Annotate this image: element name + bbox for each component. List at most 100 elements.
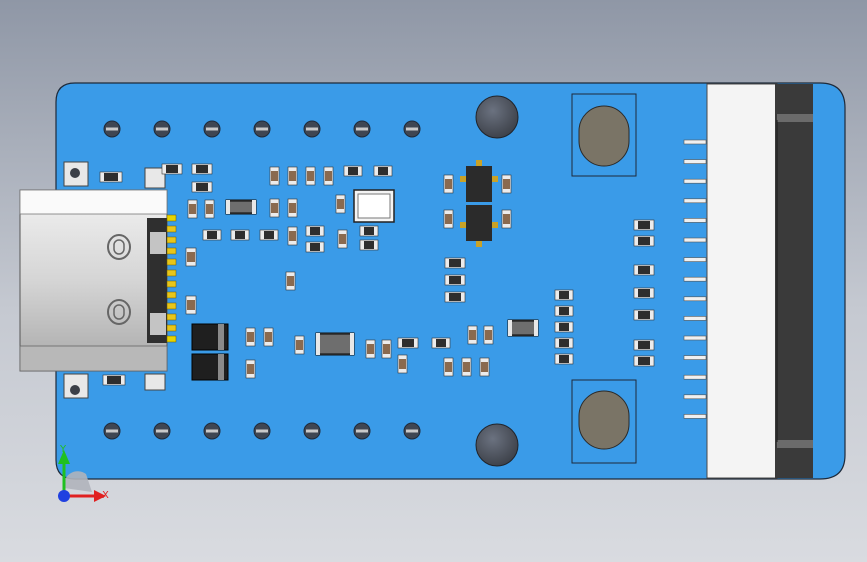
- ffc-pin-row: [683, 139, 707, 419]
- via: [203, 422, 221, 440]
- ffc-pin: [683, 335, 707, 341]
- via: [403, 120, 421, 138]
- usb-tab-top-left: [63, 161, 89, 187]
- usb-pin: [166, 302, 177, 310]
- ffc-pin: [683, 374, 707, 380]
- via: [103, 120, 121, 138]
- usb-pin: [166, 313, 177, 321]
- ffc-connector[interactable]: [706, 83, 813, 479]
- ffc-pin: [683, 257, 707, 262]
- smd-component: [633, 309, 655, 321]
- sot23-ic[interactable]: [460, 160, 498, 247]
- usb-tab-top-right: [144, 167, 166, 189]
- via-row-bottom: [103, 422, 421, 440]
- smd-component: [359, 239, 379, 251]
- diode-2[interactable]: [191, 353, 229, 381]
- smd-component: [191, 181, 213, 193]
- usb-pin: [166, 247, 177, 255]
- smd-component: [245, 359, 256, 379]
- smd-component: [287, 166, 298, 186]
- smd-component: [554, 337, 574, 349]
- smd-component: [204, 199, 215, 219]
- ffc-pin: [683, 178, 707, 184]
- ffc-pin: [683, 237, 707, 243]
- smd-component: [337, 229, 348, 249]
- smd-component: [633, 339, 655, 351]
- smd-component: [554, 305, 574, 317]
- mounting-hole-bottom: [475, 423, 519, 467]
- crystal-oscillator[interactable]: [353, 189, 395, 223]
- smd-component: [633, 355, 655, 367]
- smd-component: [359, 225, 379, 237]
- smd-component: [444, 257, 466, 269]
- via: [253, 422, 271, 440]
- oval-pad-bottom: [571, 379, 637, 464]
- via: [103, 422, 121, 440]
- ffc-pin: [683, 296, 707, 302]
- smd-component: [305, 166, 316, 186]
- smd-component: [431, 337, 451, 349]
- smd-component: [397, 337, 419, 349]
- via: [153, 422, 171, 440]
- smd-component: [554, 289, 574, 301]
- smd-component: [483, 325, 494, 345]
- ffc-pin: [683, 394, 707, 400]
- smd-component: [443, 174, 454, 194]
- via: [303, 120, 321, 138]
- smd-component: [373, 165, 393, 177]
- smd-component: [259, 229, 279, 241]
- usb-c-connector[interactable]: [19, 189, 168, 372]
- smd-component: [501, 174, 512, 194]
- ffc-pin: [683, 276, 707, 282]
- axis-y-label: Y: [59, 444, 67, 455]
- smd-component: [633, 287, 655, 299]
- smd-component: [554, 321, 574, 333]
- via: [203, 120, 221, 138]
- usb-pin-row: [166, 214, 177, 343]
- smd-component: [365, 339, 376, 359]
- usb-lock-bottom: [107, 299, 131, 325]
- smd-component: [443, 209, 454, 229]
- usb-pin: [166, 236, 177, 244]
- smd-component: [230, 229, 250, 241]
- via: [403, 422, 421, 440]
- smd-component: [633, 235, 655, 247]
- mounting-hole-top: [475, 95, 519, 139]
- ffc-pin: [683, 355, 707, 360]
- smd-component: [305, 225, 325, 237]
- smd-component: [161, 163, 183, 175]
- smd-component: [397, 354, 408, 374]
- oval-pad-top: [571, 93, 637, 177]
- smd-component: [305, 241, 325, 253]
- smd-component: [335, 194, 346, 214]
- diode-1[interactable]: [191, 323, 229, 351]
- usb-pin: [166, 324, 177, 332]
- smd-component: [633, 219, 655, 231]
- smd-component: [263, 327, 274, 347]
- axis-x-label: X: [102, 490, 109, 501]
- ffc-pin: [683, 139, 707, 145]
- via: [153, 120, 171, 138]
- ffc-pin: [683, 414, 707, 419]
- smd-component: [191, 163, 213, 175]
- smd-component: [461, 357, 472, 377]
- smd-component: [287, 226, 298, 246]
- via: [353, 120, 371, 138]
- smd-component: [443, 357, 454, 377]
- smd-component: [444, 274, 466, 286]
- usb-lock-top: [107, 234, 131, 260]
- smd-component: [185, 295, 197, 315]
- usb-pin: [166, 269, 177, 277]
- smd-component: [501, 209, 512, 229]
- smd-component: [99, 171, 123, 183]
- smd-component: [285, 271, 296, 291]
- via: [353, 422, 371, 440]
- smd-component: [323, 166, 334, 186]
- smd-component: [444, 291, 466, 303]
- smd-component: [343, 165, 363, 177]
- smd-component: [245, 327, 256, 347]
- smd-component: [287, 198, 298, 218]
- smd-component: [479, 357, 490, 377]
- smd-component: [554, 353, 574, 365]
